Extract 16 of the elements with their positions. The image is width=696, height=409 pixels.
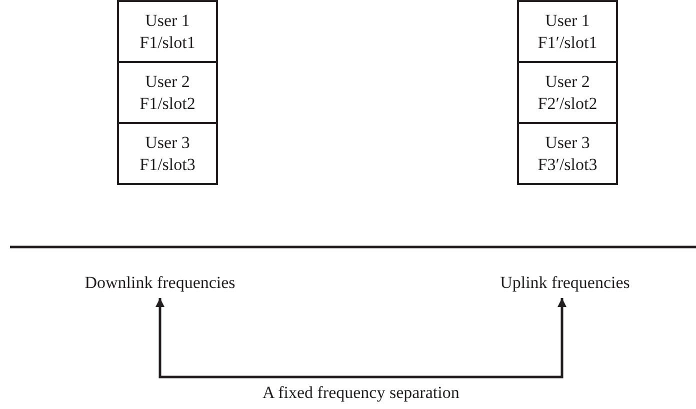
time-slot-box [517,61,618,124]
time-slot-box [517,0,618,63]
frequency-band-label: Downlink frequencies [84,272,236,294]
time-slot-box [517,122,618,185]
slot-label: User 3 F3′/slot3 [536,132,598,176]
time-slot-box [117,0,218,63]
double-headed-arrow [156,298,566,378]
slot-label: User 3 F1/slot3 [138,132,196,176]
slot-label: User 1 F1′/slot1 [536,10,598,54]
slot-label: User 2 F2′/slot2 [536,70,598,114]
time-slot-box [117,61,218,124]
slot-label: User 2 F1/slot2 [138,70,196,114]
slot-label: User 1 F1/slot1 [138,10,196,54]
edge-label: A fixed frequency separation [260,383,462,403]
frequency-band-label: Uplink frequencies [500,272,630,294]
time-slot-box [117,122,218,185]
